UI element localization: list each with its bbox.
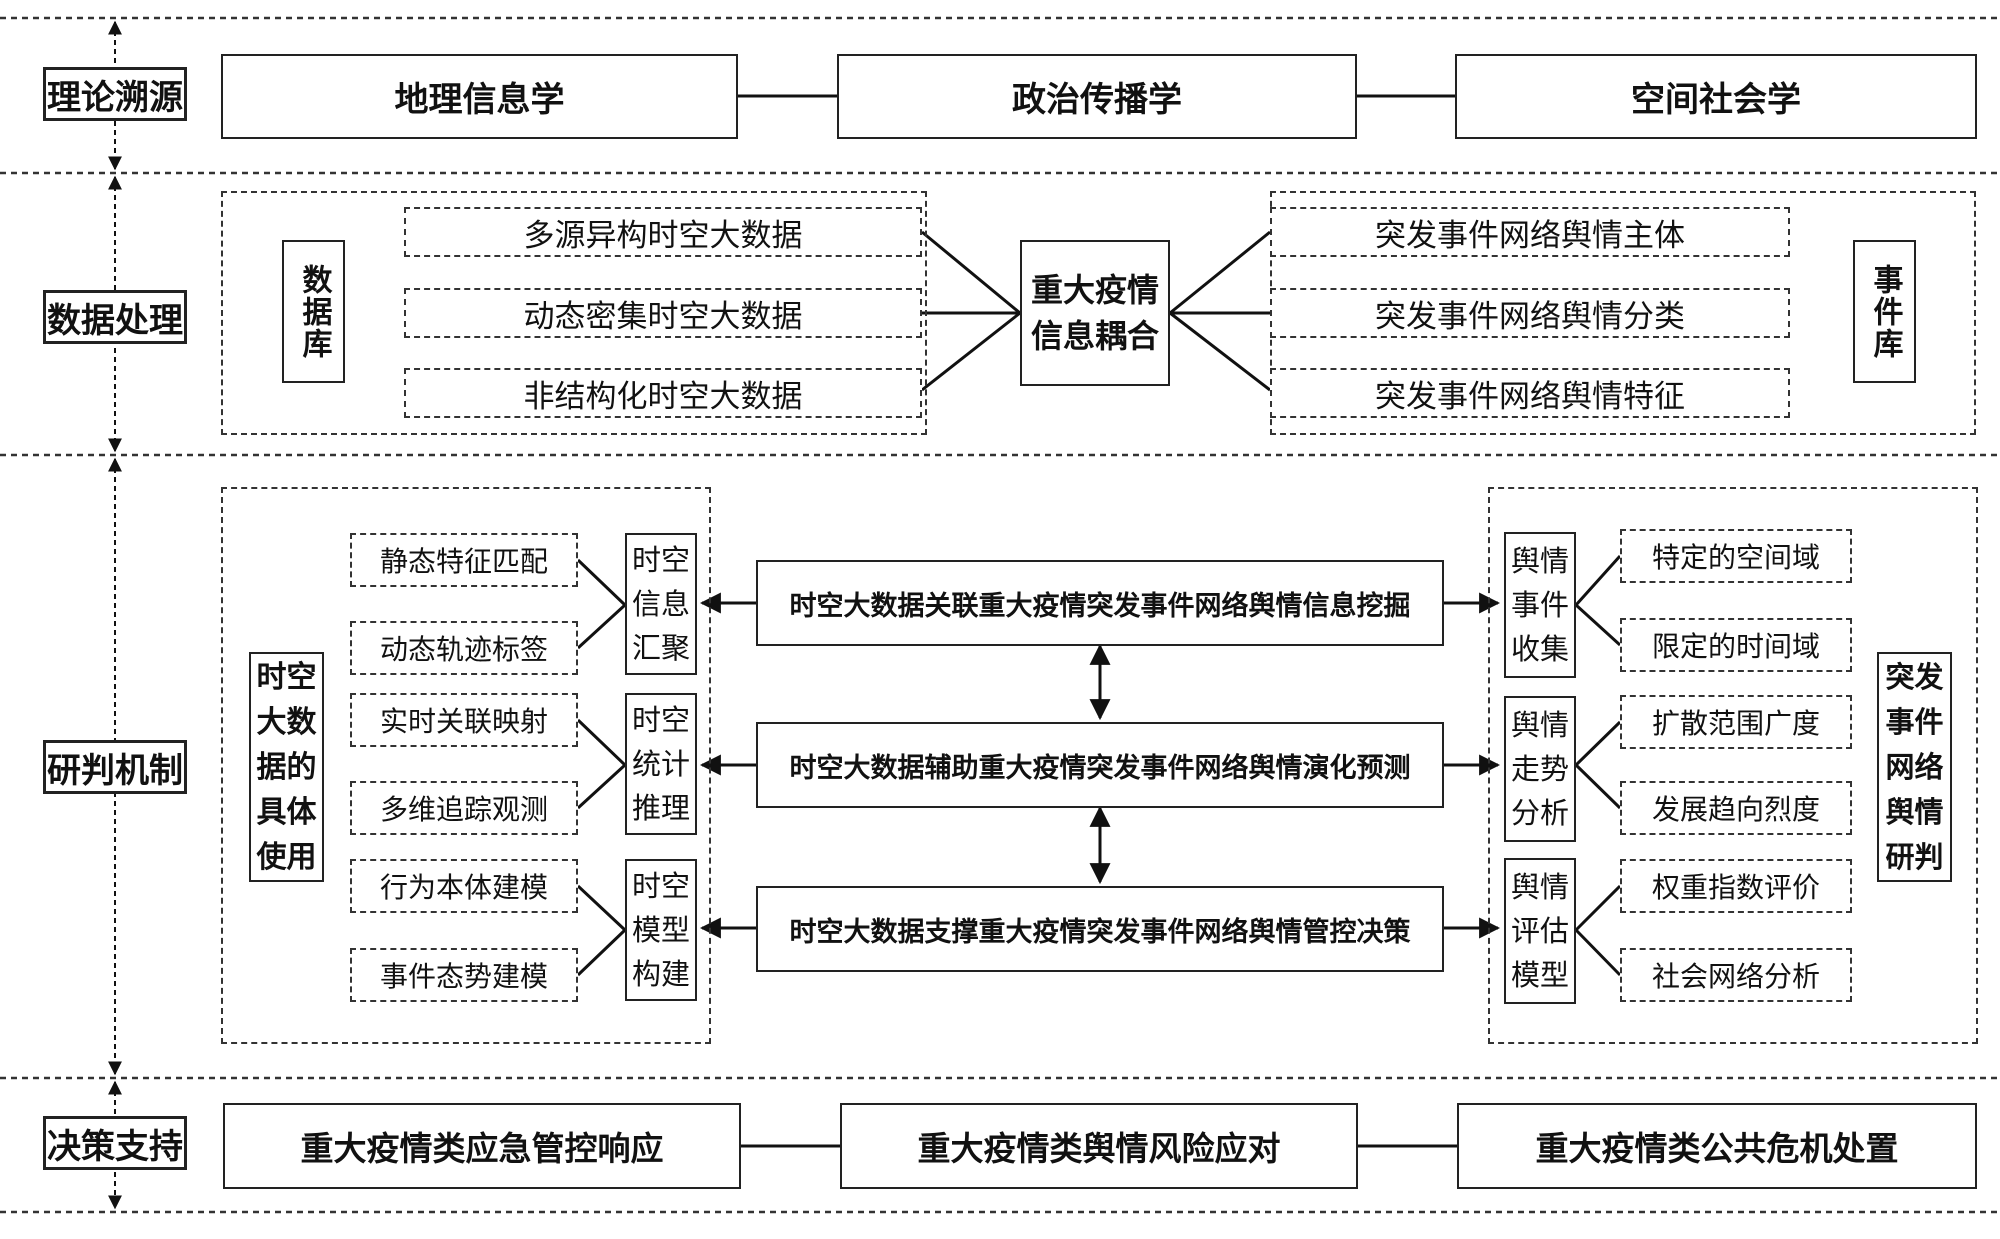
right-item: 扩散范围广度 [1620, 695, 1852, 749]
right-title: 突发事件网络舆情研判 [1877, 652, 1952, 882]
right-item: 特定的空间域 [1620, 529, 1852, 583]
decision-box: 重大疫情类舆情风险应对 [840, 1103, 1358, 1189]
info-coupling-core: 重大疫情信息耦合 [1020, 240, 1170, 386]
left-group-label-text: 时空模型构建 [631, 869, 690, 991]
center-process: 时空大数据支撑重大疫情突发事件网络舆情管控决策 [756, 886, 1444, 972]
right-title-text: 突发事件网络舆情研判 [1885, 659, 1944, 874]
event-box: 突发事件网络舆情特征 [1270, 368, 1790, 418]
left-item: 静态特征匹配 [350, 533, 578, 587]
data-source-box: 非结构化时空大数据 [404, 368, 922, 418]
theory-box: 政治传播学 [837, 54, 1357, 139]
right-group-label-text: 舆情评估模型 [1510, 870, 1569, 992]
left-title: 时空大数据的具体使用 [249, 652, 324, 882]
data-source-box: 动态密集时空大数据 [404, 288, 922, 338]
decision-box: 重大疫情类应急管控响应 [223, 1103, 741, 1189]
right-item: 发展趋向烈度 [1620, 781, 1852, 835]
left-group-label: 时空模型构建 [625, 859, 697, 1001]
event-box: 突发事件网络舆情主体 [1270, 207, 1790, 257]
right-group-label: 舆情走势分析 [1504, 696, 1576, 842]
right-group-label-text: 舆情事件收集 [1510, 544, 1569, 666]
data-source-group [221, 191, 927, 435]
center-process: 时空大数据辅助重大疫情突发事件网络舆情演化预测 [756, 722, 1444, 808]
right-item: 社会网络分析 [1620, 948, 1852, 1002]
event-box: 突发事件网络舆情分类 [1270, 288, 1790, 338]
fan-line [1169, 230, 1271, 315]
right-panel [1488, 487, 1978, 1044]
left-panel [221, 487, 711, 1044]
info-coupling-core-text: 重大疫情信息耦合 [1030, 271, 1159, 355]
left-item: 动态轨迹标签 [350, 621, 578, 675]
fan-line [1169, 311, 1271, 392]
left-group-label: 时空信息汇聚 [625, 533, 697, 675]
left-item: 多维追踪观测 [350, 781, 578, 835]
left-group-label: 时空统计推理 [625, 693, 697, 835]
left-item: 实时关联映射 [350, 693, 578, 747]
theory-box: 空间社会学 [1455, 54, 1977, 139]
left-item: 行为本体建模 [350, 859, 578, 913]
right-group-label: 舆情事件收集 [1504, 532, 1576, 678]
right-item: 限定的时间域 [1620, 618, 1852, 672]
right-item: 权重指数评价 [1620, 859, 1852, 913]
eventlib-label: 事件库 [1853, 240, 1916, 383]
fan-line [921, 230, 1021, 315]
data-source-box: 多源异构时空大数据 [404, 207, 922, 257]
row-label-mechanism: 研判机制 [43, 740, 187, 794]
left-item: 事件态势建模 [350, 948, 578, 1002]
left-title-text: 时空大数据的具体使用 [256, 659, 317, 875]
center-process: 时空大数据关联重大疫情突发事件网络舆情信息挖掘 [756, 560, 1444, 646]
decision-box: 重大疫情类公共危机处置 [1457, 1103, 1977, 1189]
right-group-label-text: 舆情走势分析 [1510, 708, 1569, 830]
right-group-label: 舆情评估模型 [1504, 858, 1576, 1004]
row-label-theory: 理论溯源 [43, 67, 187, 121]
fan-line [921, 311, 1021, 392]
database-label: 数据库 [282, 240, 345, 383]
left-group-label-text: 时空信息汇聚 [631, 543, 690, 665]
row-label-data: 数据处理 [43, 290, 187, 344]
row-label-decision: 决策支持 [43, 1116, 187, 1170]
left-group-label-text: 时空统计推理 [631, 703, 690, 825]
theory-box: 地理信息学 [221, 54, 738, 139]
